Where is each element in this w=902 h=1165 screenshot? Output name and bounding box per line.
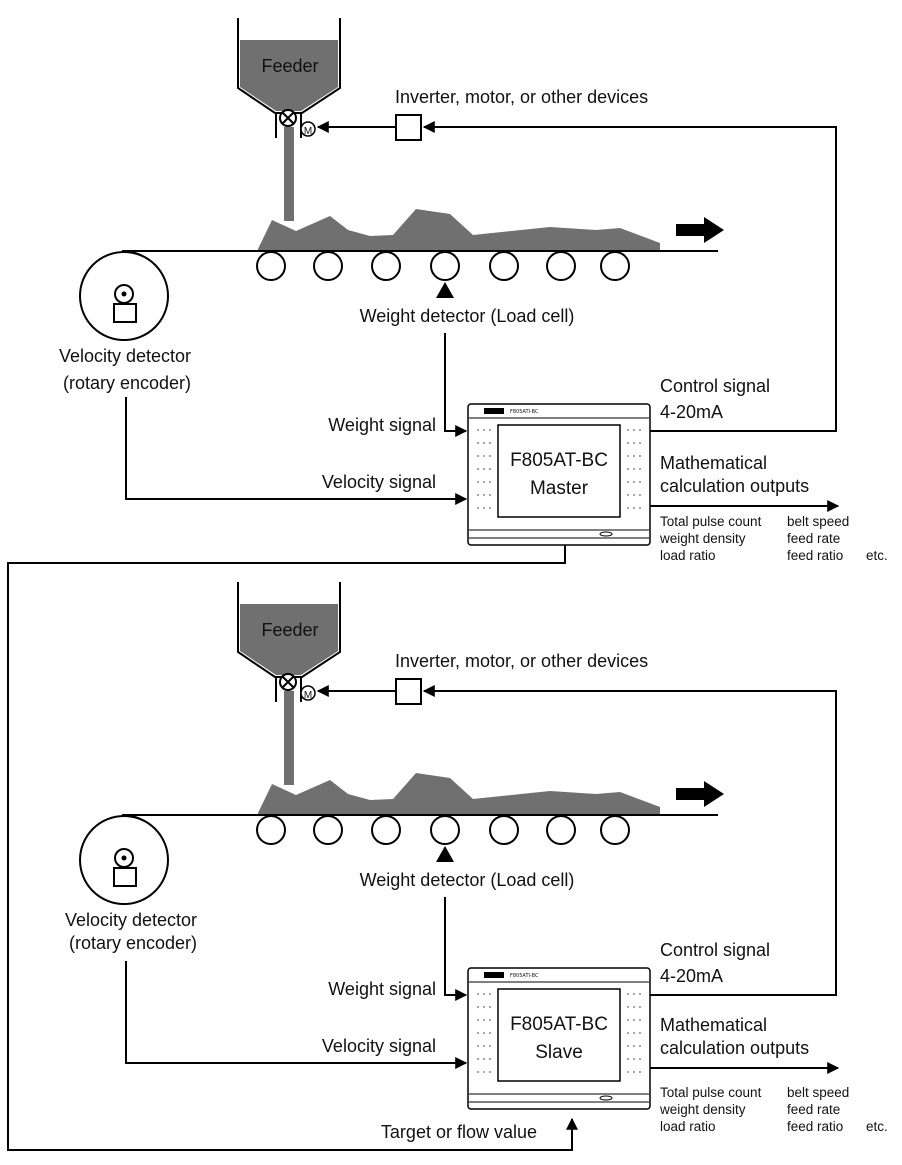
belt-direction-arrow-icon (676, 217, 724, 243)
device-model: F805AT-BC (510, 1014, 608, 1035)
brand-logo (484, 972, 504, 978)
math-outputs-label-1: Mathematical (660, 453, 767, 473)
rotary-encoder-icon (79, 251, 169, 341)
model-small: F805ATI-BC (510, 409, 539, 415)
load-cell-label: Weight detector (Load cell) (360, 870, 575, 890)
model-small: F805ATI-BC (510, 973, 539, 979)
control-signal-label-2: 4-20mA (660, 402, 723, 422)
feeder-material (240, 604, 338, 675)
master-controller: F805ATI-BC F805AT-BC Master (467, 403, 651, 546)
roller (489, 251, 519, 281)
output-item: feed ratio (787, 548, 843, 563)
inverter-label: Inverter, motor, or other devices (395, 651, 648, 671)
rollers (256, 251, 630, 281)
control-loop-line (422, 121, 837, 432)
motor-symbol: M (304, 126, 312, 137)
roller (546, 815, 576, 845)
output-item: weight density (659, 531, 746, 546)
output-item: Total pulse count (660, 1085, 762, 1100)
roller (256, 815, 286, 845)
motor-icon (300, 685, 316, 701)
roller (371, 815, 401, 845)
roller-load-cell (430, 251, 460, 281)
velocity-detector-label-2: (rotary encoder) (63, 373, 191, 393)
material-stream (284, 691, 294, 785)
velocity-signal-line (125, 961, 468, 1069)
math-outputs-label-1: Mathematical (660, 1015, 767, 1035)
roller-load-cell (430, 815, 460, 845)
feeder-material (240, 40, 338, 111)
load-cell-label: Weight detector (Load cell) (360, 306, 575, 326)
output-etc: etc. (866, 1119, 888, 1134)
output-item: feed rate (787, 531, 840, 546)
output-item: belt speed (787, 1085, 849, 1100)
brand-logo (484, 408, 504, 414)
roller (313, 251, 343, 281)
output-item: belt speed (787, 514, 849, 529)
belt-material (258, 209, 660, 251)
inverter-box (395, 114, 422, 141)
device-role: Slave (535, 1042, 583, 1063)
device-model: F805AT-BC (510, 450, 608, 471)
output-item: load ratio (660, 1119, 716, 1134)
roller (256, 251, 286, 281)
feeder-label: Feeder (261, 56, 318, 76)
motor-icon (300, 121, 316, 137)
feeder-label: Feeder (261, 620, 318, 640)
velocity-detector-label-2: (rotary encoder) (69, 933, 197, 953)
belt-direction-arrow-icon (676, 781, 724, 807)
velocity-signal-label: Velocity signal (322, 1036, 436, 1056)
target-flow-label: Target or flow value (381, 1122, 537, 1142)
control-signal-label-2: 4-20mA (660, 966, 723, 986)
valve-icon (279, 673, 297, 691)
inverter-box (395, 678, 422, 705)
motor-symbol: M (304, 690, 312, 701)
belt-material (258, 773, 660, 815)
rotary-encoder-icon (79, 815, 169, 905)
weight-signal-line (444, 333, 468, 437)
weight-signal-label: Weight signal (328, 415, 436, 435)
roller (489, 815, 519, 845)
output-item: load ratio (660, 548, 716, 563)
velocity-detector-label-1: Velocity detector (65, 910, 197, 930)
roller (600, 251, 630, 281)
material-stream (284, 127, 294, 221)
math-outputs-label-2: calculation outputs (660, 1038, 809, 1058)
roller (600, 815, 630, 845)
velocity-signal-label: Velocity signal (322, 472, 436, 492)
slave-section: Feeder M Inverter, motor, or other devic… (65, 582, 888, 1142)
valve-icon (279, 109, 297, 127)
controller-screen (497, 424, 621, 518)
master-to-slave-line (7, 545, 578, 1151)
slave-controller: F805ATI-BC F805AT-BC Slave (467, 967, 651, 1110)
output-item: feed rate (787, 1102, 840, 1117)
output-item: feed ratio (787, 1119, 843, 1134)
control-loop-line (422, 685, 837, 996)
control-signal-label-1: Control signal (660, 376, 770, 396)
inverter-label: Inverter, motor, or other devices (395, 87, 648, 107)
output-item: weight density (659, 1102, 746, 1117)
velocity-signal-line (125, 397, 468, 505)
math-outputs-label-2: calculation outputs (660, 476, 809, 496)
output-etc: etc. (866, 548, 888, 563)
roller (546, 251, 576, 281)
rollers (256, 815, 630, 845)
load-cell-marker-icon (436, 846, 454, 862)
device-role: Master (530, 478, 589, 499)
output-item: Total pulse count (660, 514, 762, 529)
roller (313, 815, 343, 845)
roller (371, 251, 401, 281)
controller-screen (497, 988, 621, 1082)
load-cell-marker-icon (436, 282, 454, 298)
control-signal-label-1: Control signal (660, 940, 770, 960)
weight-signal-label: Weight signal (328, 979, 436, 999)
weight-signal-line (444, 897, 468, 1001)
master-section: Feeder M Inverter, motor, or other devic… (59, 18, 888, 563)
velocity-detector-label-1: Velocity detector (59, 346, 191, 366)
